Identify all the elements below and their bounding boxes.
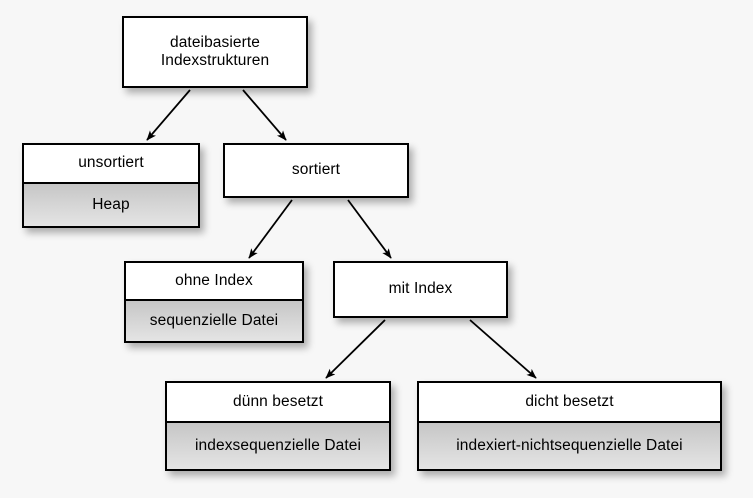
node-subtitle: indexiert-nichtsequenzielle Datei [419,423,720,469]
node-title: unsortiert [24,145,198,184]
node-title: dateibasierte Indexstrukturen [124,18,306,86]
node-subtitle: Heap [24,184,198,226]
edge-root-unsortiert [146,89,191,141]
node-title: mit Index [335,263,506,316]
node-dicht-besetzt[interactable]: dicht besetzt indexiert-nichtsequenziell… [417,381,722,471]
node-title: sortiert [225,145,407,196]
node-mit-index[interactable]: mit Index [333,261,508,318]
node-subtitle: indexsequenzielle Datei [167,423,389,469]
node-title: ohne Index [126,263,302,301]
edge-mit-index-dicht-besetzt [469,319,537,379]
node-title: dicht besetzt [419,383,720,423]
edge-sortiert-mit-index [347,199,392,259]
edge-root-sortiert [242,89,287,141]
node-title: dünn besetzt [167,383,389,423]
node-ohne-index[interactable]: ohne Index sequenzielle Datei [124,261,304,343]
node-unsortiert[interactable]: unsortiert Heap [22,143,200,228]
node-sortiert[interactable]: sortiert [223,143,409,198]
node-duenn-besetzt[interactable]: dünn besetzt indexsequenzielle Datei [165,381,391,471]
edge-mit-index-duenn-besetzt [325,319,386,379]
node-dateibasierte-indexstrukturen[interactable]: dateibasierte Indexstrukturen [122,16,308,88]
edge-sortiert-ohne-index [248,199,293,259]
node-subtitle: sequenzielle Datei [126,301,302,341]
